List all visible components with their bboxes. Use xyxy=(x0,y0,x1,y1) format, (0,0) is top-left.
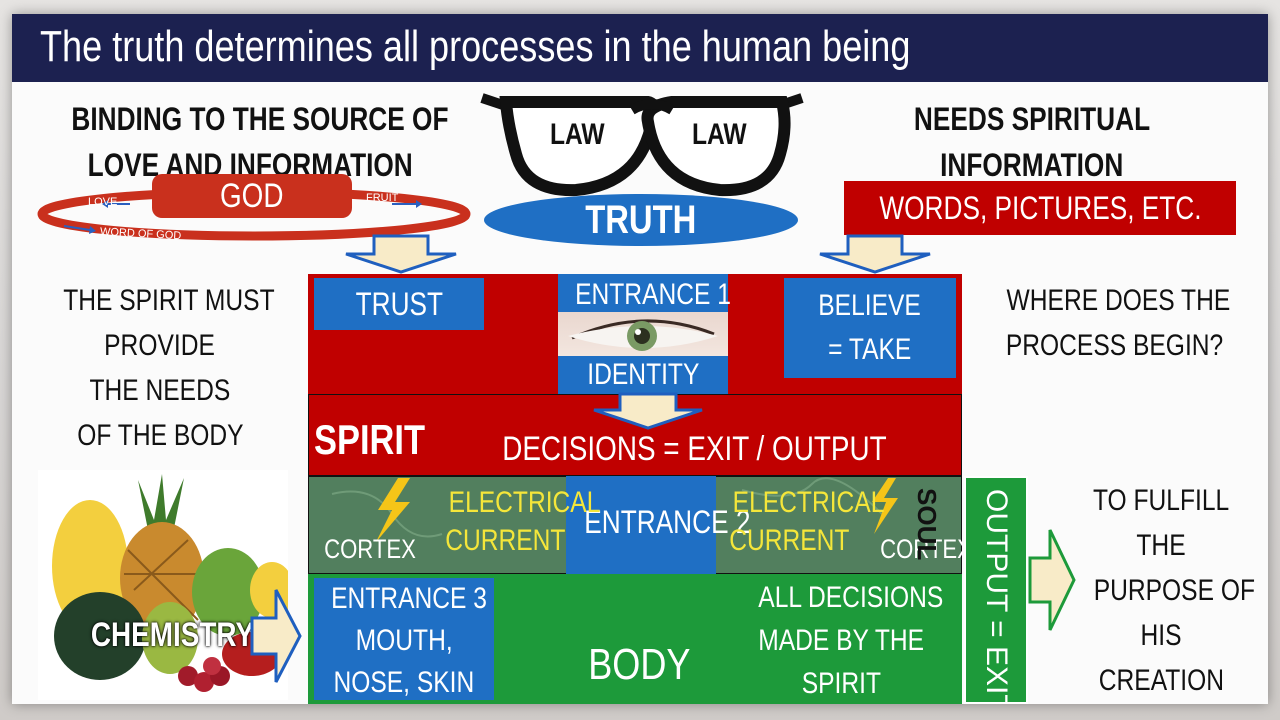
right-heading: NEEDS SPIRITUAL INFORMATION xyxy=(832,96,1232,188)
entrance2-label: ENTRANCE 2 xyxy=(584,504,751,540)
identity-label: IDENTITY xyxy=(586,358,700,391)
chemistry-label: CHEMISTRY xyxy=(90,616,254,654)
lightning-left-icon xyxy=(376,478,410,542)
down-arrow-right-icon xyxy=(819,234,931,274)
left-heading-line-1: BINDING TO THE SOURCE OF xyxy=(71,101,449,137)
right-heading-line-2: INFORMATION xyxy=(940,147,1124,183)
title-bar xyxy=(12,14,1268,82)
down-arrow-center-icon xyxy=(593,392,703,430)
lightning-icons xyxy=(376,478,898,542)
love-label: LOVE xyxy=(88,196,118,208)
page-title: The truth determines all processes in th… xyxy=(40,22,911,71)
truth-ellipse xyxy=(484,194,798,246)
right-heading-line-1: NEEDS SPIRITUAL xyxy=(913,101,1151,137)
lightning-right-icon xyxy=(872,478,898,534)
left-heading: BINDING TO THE SOURCE OF LOVE AND INFORM… xyxy=(30,96,470,188)
electrical-current-left: ELECTRICAL CURRENT xyxy=(445,486,601,557)
right-arrow-blue-icon xyxy=(250,589,302,683)
top-arrows xyxy=(345,234,931,274)
electrical-current-right: ELECTRICAL CURRENT xyxy=(729,486,885,557)
output-exit-column xyxy=(964,476,1028,704)
word-arrow-icon xyxy=(63,225,91,231)
eye-image xyxy=(558,312,728,356)
god-label: GOD xyxy=(220,177,284,215)
body-label: BODY xyxy=(587,640,691,689)
entrance1-label: ENTRANCE 1 xyxy=(575,278,731,311)
fruit-label: FRUIT xyxy=(366,192,399,204)
down-arrow-left-icon xyxy=(345,234,457,274)
god-box xyxy=(152,174,352,218)
cortex-right-label: CORTEX xyxy=(880,534,972,564)
words-box xyxy=(844,181,1236,235)
right-lens-label: LAW xyxy=(691,118,747,151)
entrance2-box xyxy=(566,476,716,574)
entrance3-label: ENTRANCE 3 MOUTH, NOSE, SKIN xyxy=(331,582,487,699)
slide: The truth determines all processes in th… xyxy=(12,14,1268,704)
spirit-arrow xyxy=(593,392,703,430)
believe-box xyxy=(784,278,956,378)
purpose-text: TO FULFILL THE PURPOSE OF HIS CREATION xyxy=(1092,484,1255,697)
decisions-label: DECISIONS = EXIT / OUTPUT xyxy=(502,430,887,468)
purpose-arrow xyxy=(1028,529,1076,631)
right-text: WHERE DOES THE PROCESS BEGIN? xyxy=(1005,284,1231,362)
word-arrowhead-icon xyxy=(89,226,96,234)
glasses-icon xyxy=(480,93,804,197)
truth-label: TRUTH xyxy=(585,198,697,242)
fruit-arrowhead-icon xyxy=(416,200,422,208)
left-lens-label: LAW xyxy=(549,118,605,151)
chemistry-arrow xyxy=(250,589,302,683)
trust-box xyxy=(314,278,484,330)
trust-label: TRUST xyxy=(355,286,443,322)
eye-icon xyxy=(568,319,718,351)
right-arrow-green-icon xyxy=(1028,529,1076,631)
fruit-image xyxy=(38,470,288,700)
words-box-label: WORDS, PICTURES, ETC. xyxy=(879,190,1202,226)
cortex-left-label: CORTEX xyxy=(324,534,416,564)
believe-label: BELIEVE = TAKE xyxy=(818,289,922,366)
entrance3-box xyxy=(314,578,494,700)
left-text: THE SPIRIT MUST PROVIDE THE NEEDS OF THE… xyxy=(63,284,275,452)
love-arrowhead-icon xyxy=(102,200,108,208)
fruit-illustration-icon xyxy=(52,474,288,692)
all-decisions-label: ALL DECISIONS MADE BY THE SPIRIT xyxy=(758,581,944,700)
spirit-label: SPIRIT xyxy=(314,416,425,463)
